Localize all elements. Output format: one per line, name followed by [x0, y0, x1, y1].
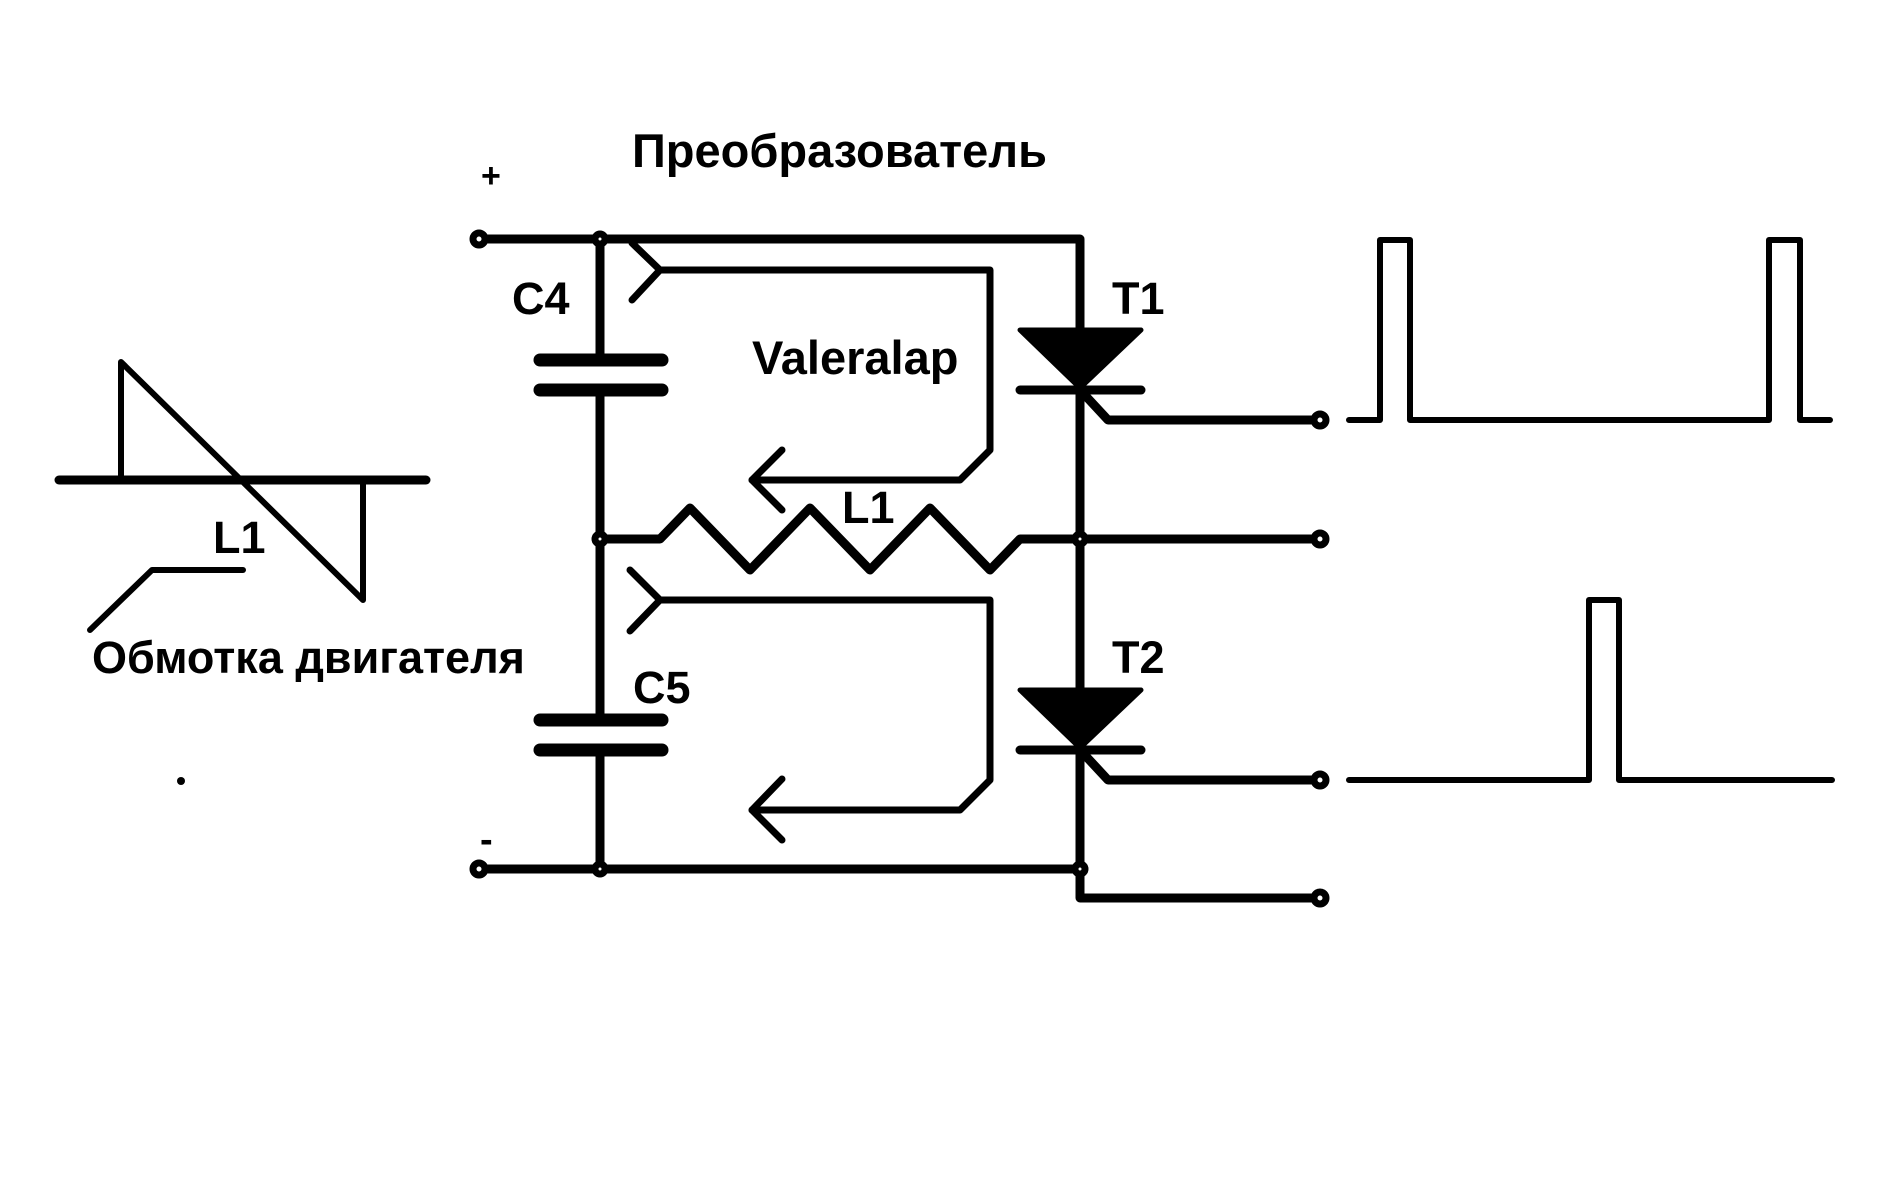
capacitor-c4 [533, 353, 669, 397]
t2-gate-terminal[interactable] [1310, 770, 1330, 790]
output-terminal[interactable] [1310, 529, 1330, 549]
sawtooth-trace [118, 359, 366, 603]
upper-loop-arrowhead-icon [748, 446, 786, 514]
inductor-label: L1 [842, 482, 895, 533]
stray-dot [177, 777, 185, 785]
thyristor-t2-label: T2 [1112, 632, 1165, 683]
terminals [469, 229, 1330, 908]
upper-loop-chevron [628, 239, 664, 304]
junction-top [591, 230, 609, 248]
label-leader-line [87, 567, 246, 633]
winding-coil-label: L1 [213, 512, 266, 563]
t2-triangle [1017, 687, 1144, 751]
plus-terminal[interactable] [469, 229, 489, 249]
junction-bottom-left [591, 860, 609, 878]
capacitor-c4-label: C4 [512, 273, 570, 324]
lower-loop-arrowhead-icon [748, 775, 786, 844]
minus-terminal[interactable] [469, 859, 489, 879]
junction-mid-left [591, 530, 609, 548]
lower-loop-chevron [626, 566, 664, 635]
upper-current-loop [628, 239, 994, 514]
t1-gate-terminal[interactable] [1310, 410, 1330, 430]
capacitor-c5-label: C5 [633, 662, 691, 713]
lower-loop-path [656, 596, 994, 814]
top-rail-and-right-bus [474, 234, 1325, 903]
thyristor-t2 [1015, 687, 1325, 785]
diagram-title: Преобразователь [632, 124, 1047, 177]
inductor-l1 [595, 503, 1085, 575]
winding-waveform [54, 359, 431, 603]
thyristor-t1-label: T1 [1112, 273, 1165, 324]
t1-triangle [1017, 327, 1144, 391]
t2-gate-lead [1077, 747, 1325, 785]
minus-label: - [480, 819, 493, 861]
author-watermark: Valeralap [752, 331, 958, 384]
capacitor-c5 [533, 713, 669, 757]
lower-current-loop [626, 566, 994, 844]
power-rails [474, 234, 1325, 903]
junction-bottom-right [1071, 860, 1089, 878]
upper-loop-path [656, 266, 994, 484]
t1-gate-pulse-waveform [1346, 237, 1833, 423]
junction-mid-right [1071, 530, 1089, 548]
motor-winding-label: Обмотка двигателя [92, 632, 525, 683]
t1-gate-lead [1077, 387, 1325, 425]
plus-label: + [481, 157, 501, 195]
t2-gate-pulse-waveform [1346, 597, 1835, 783]
t2-cathode-terminal[interactable] [1310, 888, 1330, 908]
thyristor-t1 [1015, 327, 1325, 425]
